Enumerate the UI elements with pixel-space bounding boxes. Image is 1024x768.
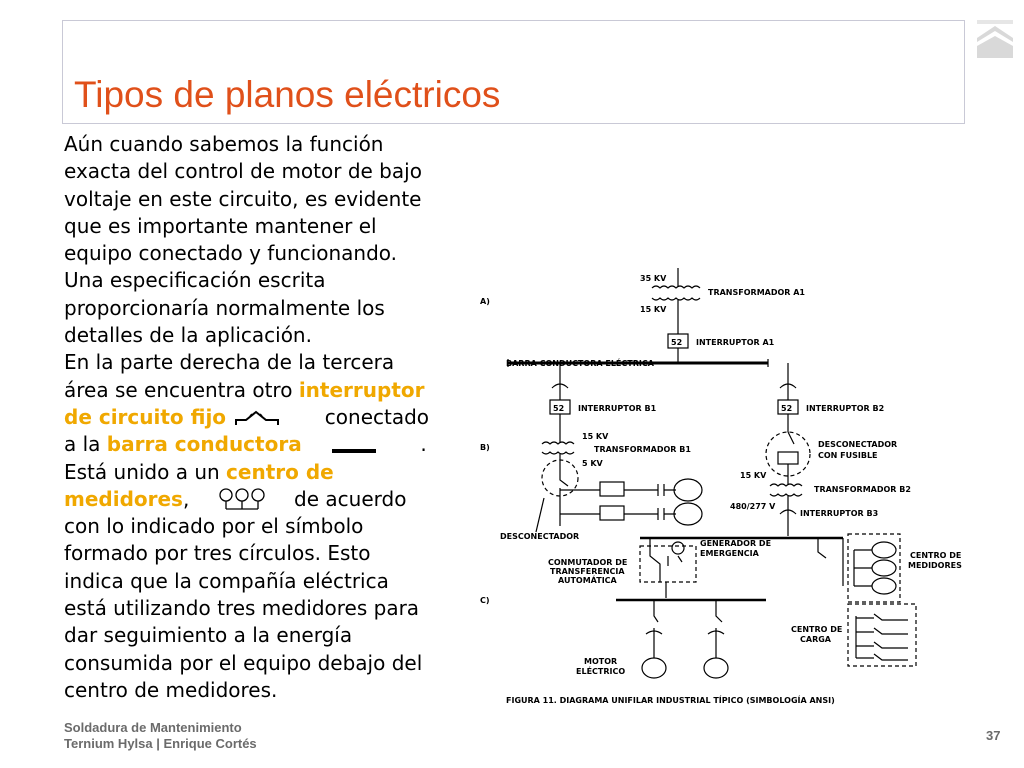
diagram-label-ats-1: CONMUTADOR DE bbox=[548, 558, 627, 567]
highlight-circuito-fijo: de circuito fijo bbox=[64, 404, 227, 429]
diagram-label-kv15-top: 15 KV bbox=[640, 305, 667, 314]
text-line: En la parte derecha de la tercera bbox=[64, 350, 395, 375]
text-line: dar seguimiento a la energía bbox=[64, 623, 353, 648]
diagram-label-transformer-b2: TRANSFORMADOR B2 bbox=[814, 485, 911, 494]
diagram-label-section-a: A) bbox=[480, 297, 490, 306]
diagram-label-disconnector: DESCONECTADOR bbox=[500, 532, 579, 541]
text-run: Está unido a un bbox=[64, 459, 227, 484]
text-run: conectado bbox=[324, 404, 430, 429]
text-line: formado por tres círculos. Esto bbox=[64, 541, 371, 566]
diagram-label-motor-1: MOTOR bbox=[584, 657, 617, 666]
diagram-label-breaker-num: 52 bbox=[671, 338, 682, 347]
meter-center-symbol-icon bbox=[219, 488, 265, 511]
ternium-logo-icon bbox=[977, 20, 1013, 58]
diagram-caption: FIGURA 11. DIAGRAMA UNIFILAR INDUSTRIAL … bbox=[506, 694, 835, 705]
title-frame bbox=[62, 20, 965, 124]
diagram-label-breaker-b3: INTERRUPTOR B3 bbox=[800, 509, 878, 518]
text-line: proporcionaría normalmente los bbox=[64, 295, 385, 320]
page-number: 37 bbox=[986, 728, 1001, 743]
text-run: a la bbox=[64, 432, 107, 457]
body-text: Aún cuando sabemos la función exacta del… bbox=[64, 131, 484, 704]
diagram-label-motor-2: ELÉCTRICO bbox=[576, 665, 625, 676]
diagram-label-generator-2: EMERGENCIA bbox=[700, 549, 760, 558]
diagram-label-generator-1: GENERADOR DE bbox=[700, 539, 771, 548]
text-run: , bbox=[182, 486, 190, 511]
diagram-label-transformer-a1: TRANSFORMADOR A1 bbox=[708, 288, 805, 297]
text-line: Una especificación escrita bbox=[64, 268, 326, 293]
text-run: . bbox=[420, 432, 427, 457]
diagram-label-section-c: C) bbox=[480, 596, 490, 605]
footer: Soldadura de Mantenimiento Ternium Hylsa… bbox=[64, 720, 257, 752]
diagram-label-kv15-b2: 15 KV bbox=[740, 471, 767, 480]
text-line: está utilizando tres medidores para bbox=[64, 596, 420, 621]
diagram-label-ats-2: TRANSFERENCIA bbox=[550, 567, 625, 576]
diagram-label-busbar: BARRA CONDUCTORA ELÉCTRICA bbox=[506, 357, 655, 368]
diagram-label-fused-disc-2: CON FUSIBLE bbox=[818, 451, 878, 460]
busbar-symbol-icon bbox=[332, 448, 377, 453]
text-run: de acuerdo bbox=[294, 486, 407, 511]
diagram-label-fused-disc-1: DESCONECTADOR bbox=[818, 440, 897, 449]
diagram-label-meter-center-2: MEDIDORES bbox=[908, 561, 962, 570]
highlight-medidores: medidores bbox=[64, 486, 183, 511]
diagram-label-breaker-b1: INTERRUPTOR B1 bbox=[578, 404, 657, 413]
text-line: con lo indicado por el símbolo bbox=[64, 514, 364, 539]
diagram-label-ats-3: AUTOMÁTICA bbox=[558, 574, 618, 585]
highlight-barra-conductora: barra conductora bbox=[106, 432, 302, 457]
text-run: área se encuentra otro bbox=[64, 377, 299, 402]
diagram-label-section-b: B) bbox=[480, 443, 490, 452]
text-line: Está unido a un centro de bbox=[64, 459, 484, 486]
text-line: área se encuentra otro interruptor bbox=[64, 377, 484, 404]
text-line: voltaje en este circuito, es evidente bbox=[64, 186, 422, 211]
diagram-label-breaker-num-b1: 52 bbox=[553, 404, 564, 413]
diagram-label-kv5: 5 KV bbox=[582, 459, 604, 468]
text-line: consumida por el equipo debajo del bbox=[64, 650, 423, 675]
text-line: exacta del control de motor de bajo bbox=[64, 159, 422, 184]
single-line-diagram: A) B) C) 35 KV 15 KV TRANSFORMADOR A1 52… bbox=[480, 268, 962, 705]
highlight-centro-de: centro de bbox=[226, 459, 334, 484]
text-line: que es importante mantener el bbox=[64, 213, 377, 238]
footer-line1: Soldadura de Mantenimiento bbox=[64, 720, 242, 735]
diagram-label-breaker-b2: INTERRUPTOR B2 bbox=[806, 404, 884, 413]
text-line: de circuito fijo conectado bbox=[64, 404, 484, 431]
text-line: detalles de la aplicación. bbox=[64, 323, 312, 348]
highlight-interruptor: interruptor bbox=[298, 377, 425, 402]
slide-title: Tipos de planos eléctricos bbox=[74, 74, 501, 115]
text-line: centro de medidores. bbox=[64, 677, 278, 702]
diagram-label-load-center-1: CENTRO DE bbox=[791, 625, 842, 634]
text-line: Aún cuando sabemos la función bbox=[64, 132, 384, 156]
diagram-label-breaker-num-b2: 52 bbox=[781, 404, 792, 413]
text-line: indica que la compañía eléctrica bbox=[64, 568, 389, 593]
diagram-label-meter-center-1: CENTRO DE bbox=[910, 551, 961, 560]
footer-line2: Ternium Hylsa | Enrique Cortés bbox=[64, 736, 257, 751]
diagram-label-breaker-a1: INTERRUPTOR A1 bbox=[696, 338, 775, 347]
diagram-label-transformer-b1: TRANSFORMADOR B1 bbox=[594, 445, 691, 454]
diagram-label-v480: 480/277 V bbox=[730, 502, 776, 511]
fixed-breaker-symbol-icon bbox=[235, 411, 280, 426]
diagram-label-kv35: 35 KV bbox=[640, 274, 667, 283]
diagram-label-load-center-2: CARGA bbox=[800, 635, 832, 644]
text-line: a la barra conductora . bbox=[64, 431, 484, 458]
diagram-label-kv15-b1: 15 KV bbox=[582, 432, 609, 441]
text-line: medidores, de acuerdo bbox=[64, 486, 484, 513]
text-line: equipo conectado y funcionando. bbox=[64, 241, 398, 266]
